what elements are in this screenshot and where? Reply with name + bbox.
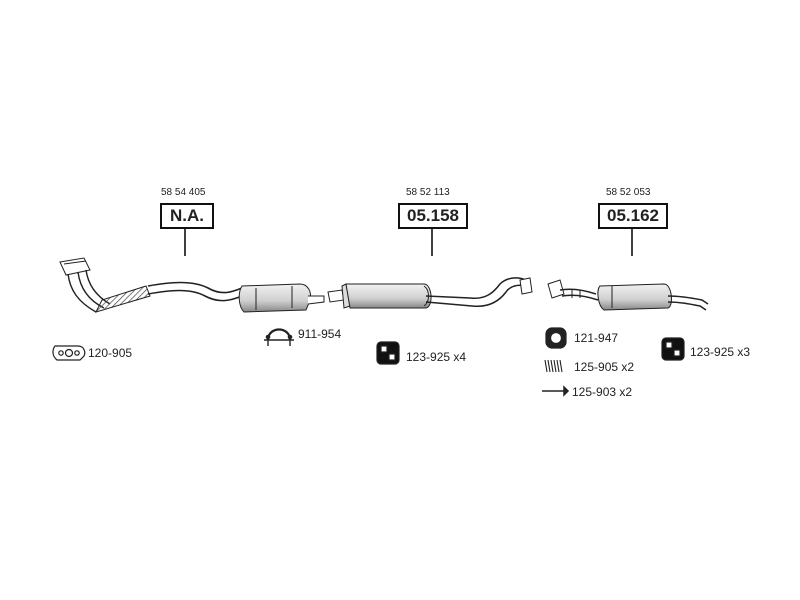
sealing-ring-icon xyxy=(545,327,567,349)
bolt-label: 125-903 x2 xyxy=(572,385,633,399)
front-code-box[interactable]: N.A. xyxy=(160,203,214,229)
rubber-hanger-icon xyxy=(376,341,400,365)
middle-code-box[interactable]: 05.158 xyxy=(398,203,468,229)
middle-silencer-assembly xyxy=(327,277,533,309)
front-pipe-assembly xyxy=(59,257,325,313)
middle-ref-number: 58 52 113 xyxy=(406,187,450,198)
rear-ref-number: 58 52 053 xyxy=(606,187,651,198)
spring-icon xyxy=(544,359,563,373)
rubber-hanger-icon xyxy=(661,337,685,361)
clamp-icon xyxy=(264,328,294,346)
rear-silencer-assembly xyxy=(547,279,709,311)
hanger-mid-label: 123-925 x4 xyxy=(406,350,467,364)
clamp-label: 911-954 xyxy=(298,327,342,341)
rear-code-box[interactable]: 05.162 xyxy=(598,203,668,229)
front-ref-number: 58 54 405 xyxy=(161,187,206,198)
ring-label: 121-947 xyxy=(574,331,619,345)
bolt-icon xyxy=(542,385,570,397)
spring-label: 125-905 x2 xyxy=(574,360,635,374)
gasket-icon xyxy=(52,345,86,361)
gasket-label: 120-905 xyxy=(88,346,133,360)
hanger-rear-label: 123-925 x3 xyxy=(690,345,751,359)
